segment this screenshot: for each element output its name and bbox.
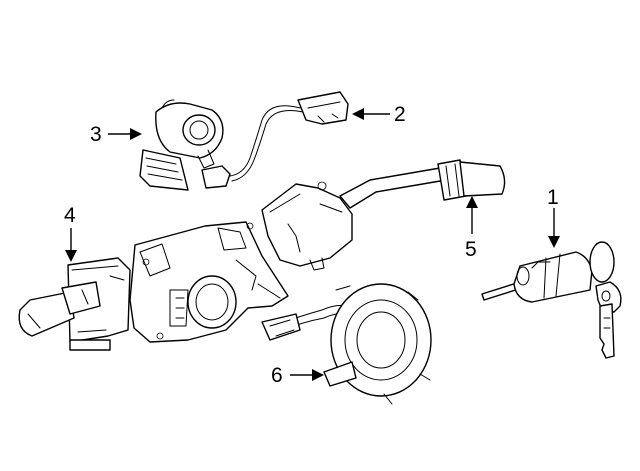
callout-3-leader: [108, 128, 142, 140]
callout-label-1: 1: [547, 186, 559, 209]
part-1-lock-cylinder-key: [481, 241, 622, 359]
callout-5-leader: [466, 196, 478, 234]
column-bracket: [129, 221, 289, 343]
callout-label-6: 6: [271, 364, 283, 387]
callout-label-5: 5: [465, 238, 477, 261]
callout-2-leader: [352, 108, 390, 120]
part-4-combination-switch: [18, 257, 131, 351]
callout-1-leader: [548, 208, 560, 248]
callout-label-4: 4: [64, 204, 76, 227]
callout-6-leader: [290, 369, 324, 381]
part-2-connector-harness: [201, 91, 349, 189]
part-6-spiral-cable: [261, 283, 432, 405]
callout-4-leader: [65, 228, 77, 262]
callout-label-2: 2: [394, 103, 406, 126]
part-5-turn-signal-switch: [261, 159, 506, 271]
callout-label-3: 3: [90, 123, 102, 146]
part-3-ignition-switch: [139, 99, 224, 191]
